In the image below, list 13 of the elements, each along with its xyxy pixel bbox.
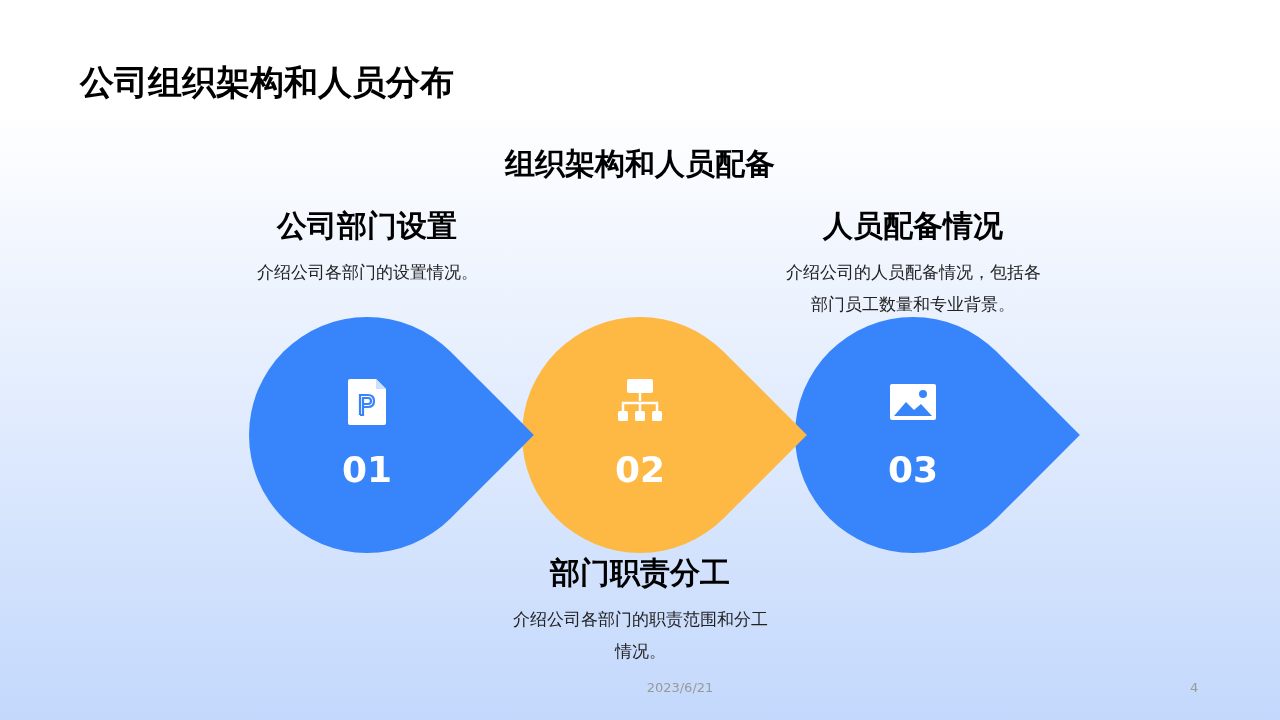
- step-number: 03: [886, 449, 940, 490]
- step-number: 01: [340, 449, 394, 490]
- section-description: 介绍公司的人员配备情况，包括各部门员工数量和专业背景。: [784, 261, 1042, 316]
- date-text: 2023/6/21: [645, 680, 715, 695]
- section-heading: 人员配备情况: [821, 207, 1004, 245]
- section-heading: 公司部门设置: [275, 207, 458, 245]
- section-description: 介绍公司各部门的职责范围和分工情况。: [511, 608, 769, 663]
- section-heading: 部门职责分工: [548, 554, 731, 592]
- page-number: 4: [1190, 680, 1199, 695]
- slide-title: 公司组织架构和人员分布: [80, 61, 454, 104]
- section-description: 介绍公司各部门的设置情况。: [255, 261, 479, 284]
- subtitle: 组织架构和人员配备: [503, 145, 776, 183]
- step-number: 02: [613, 449, 667, 490]
